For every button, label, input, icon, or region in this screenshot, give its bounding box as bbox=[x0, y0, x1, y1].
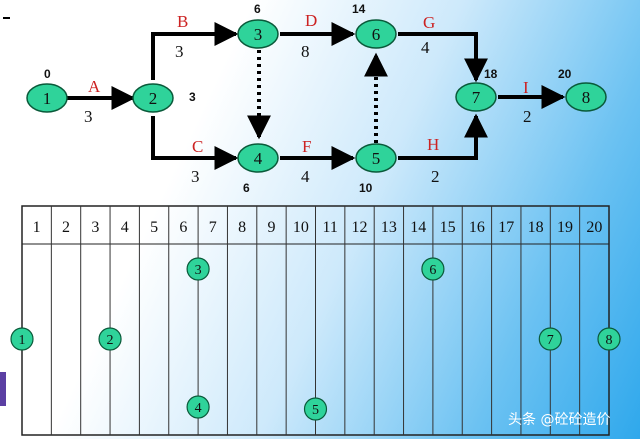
activity-label-A: A bbox=[88, 77, 101, 96]
timeline-day-label: 17 bbox=[498, 219, 514, 236]
node-1 bbox=[26, 83, 68, 113]
timeline-day-label: 18 bbox=[528, 219, 544, 236]
duration-H: 2 bbox=[431, 167, 440, 186]
timeline-day-label: 8 bbox=[238, 219, 246, 236]
node-2 bbox=[132, 83, 174, 113]
node-label-7: 7 bbox=[472, 88, 481, 107]
timeline-day-label: 10 bbox=[293, 219, 309, 236]
timeline-node-6 bbox=[421, 257, 445, 281]
edge-G bbox=[398, 32, 488, 83]
edge-H bbox=[398, 113, 488, 160]
timeline-node-8 bbox=[597, 327, 621, 351]
timeline-node-label-5: 5 bbox=[312, 403, 319, 418]
timeline-nodes: 1 2 3 4 5 6 7 8 bbox=[10, 257, 621, 421]
timeline-day-label: 2 bbox=[62, 219, 70, 236]
timeline-node-label-4: 4 bbox=[195, 401, 202, 416]
network-edges bbox=[66, 22, 566, 170]
node-label-6: 6 bbox=[372, 25, 381, 44]
timeline-day-label: 15 bbox=[440, 219, 456, 236]
activity-label-H: H bbox=[427, 135, 439, 154]
node-label-3: 3 bbox=[254, 25, 263, 44]
timeline-day-label: 4 bbox=[121, 219, 129, 236]
duration-B: 3 bbox=[175, 42, 184, 61]
activity-label-G: G bbox=[423, 13, 435, 32]
timeline-node-4 bbox=[186, 395, 210, 419]
node-6 bbox=[355, 19, 397, 49]
watermark: 头条 @砼砼造价 bbox=[508, 411, 610, 428]
duration-C: 3 bbox=[191, 167, 200, 186]
activity-label-C: C bbox=[192, 137, 203, 156]
node-label-8: 8 bbox=[582, 88, 591, 107]
timeline-day-label: 16 bbox=[469, 219, 485, 236]
activity-label-D: D bbox=[305, 11, 317, 30]
timeline-node-label-3: 3 bbox=[195, 263, 202, 278]
node-time-4: 6 bbox=[243, 181, 250, 195]
timeline-day-label: 3 bbox=[91, 219, 99, 236]
timeline-node-label-2: 2 bbox=[107, 333, 114, 348]
node-7 bbox=[455, 82, 497, 112]
node-time-3: 6 bbox=[254, 2, 261, 16]
node-label-1: 1 bbox=[43, 89, 52, 108]
timeline-node-7 bbox=[538, 327, 562, 351]
activity-label-F: F bbox=[302, 137, 311, 156]
timeline-node-2 bbox=[98, 327, 122, 351]
timeline-day-label: 19 bbox=[557, 219, 573, 236]
node-4 bbox=[237, 143, 279, 173]
duration-G: 4 bbox=[421, 38, 430, 57]
timeline-day-label: 1 bbox=[33, 219, 41, 236]
timeline-day-label: 5 bbox=[150, 219, 158, 236]
dummy-edges bbox=[247, 50, 388, 143]
timeline-day-label: 7 bbox=[209, 219, 217, 236]
node-time-6: 14 bbox=[352, 2, 366, 16]
network-nodes bbox=[26, 19, 607, 173]
timeline-day-label: 9 bbox=[267, 219, 275, 236]
timeline-day-label: 13 bbox=[381, 219, 397, 236]
timeline-node-label-7: 7 bbox=[547, 333, 554, 348]
timeline-day-label: 11 bbox=[322, 219, 337, 236]
timeline-day-label: 14 bbox=[410, 219, 426, 236]
activity-label-B: B bbox=[177, 12, 188, 31]
node-8 bbox=[565, 82, 607, 112]
node-time-1: 0 bbox=[44, 67, 51, 81]
duration-I: 2 bbox=[523, 107, 532, 126]
timeline-node-3 bbox=[186, 257, 210, 281]
activity-label-I: I bbox=[523, 78, 529, 97]
node-label-4: 4 bbox=[254, 149, 263, 168]
timeline-day-label: 6 bbox=[179, 219, 187, 236]
node-time-7: 18 bbox=[484, 67, 498, 81]
side-tab bbox=[0, 372, 6, 406]
duration-A: 3 bbox=[84, 107, 93, 126]
node-time-8: 20 bbox=[558, 67, 572, 81]
node-time-5: 10 bbox=[359, 181, 373, 195]
timeline-day-label: 12 bbox=[352, 219, 368, 236]
node-label-5: 5 bbox=[372, 149, 381, 168]
timeline-node-5 bbox=[303, 397, 328, 421]
edge-C bbox=[151, 116, 239, 170]
edge-B bbox=[151, 22, 239, 80]
node-time-2: 3 bbox=[189, 90, 196, 104]
node-5 bbox=[355, 143, 397, 173]
node-3 bbox=[237, 19, 279, 49]
node-label-2: 2 bbox=[149, 89, 158, 108]
timeline-node-1 bbox=[10, 327, 34, 351]
timeline-node-label-1: 1 bbox=[19, 333, 26, 348]
duration-F: 4 bbox=[301, 167, 310, 186]
timeline-columns bbox=[50, 206, 581, 435]
timeline-day-label: 20 bbox=[586, 219, 602, 236]
timeline-node-label-8: 8 bbox=[606, 333, 613, 348]
timeline-node-label-6: 6 bbox=[429, 263, 436, 278]
duration-D: 8 bbox=[301, 42, 310, 61]
